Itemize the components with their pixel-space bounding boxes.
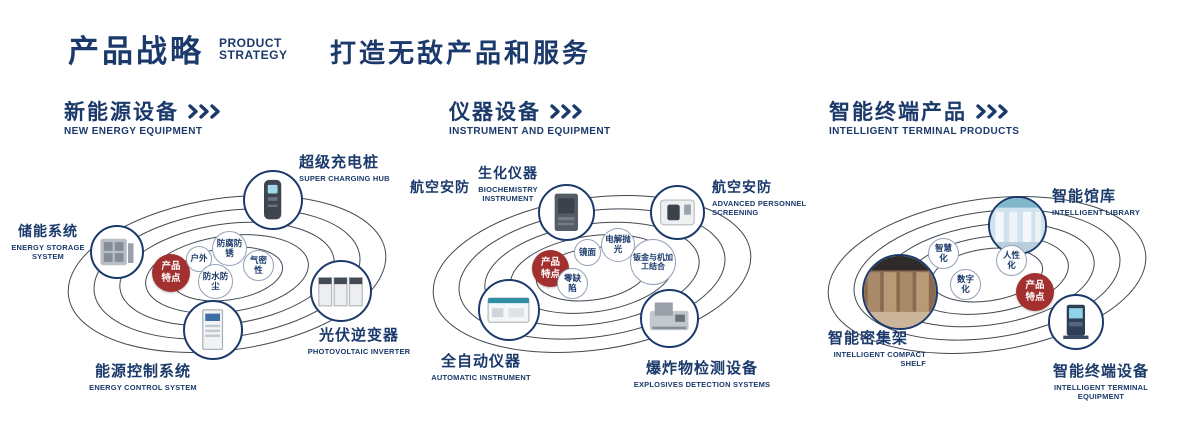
label-en: INTELLIGENT TERMINAL EQUIPMENT (1054, 383, 1148, 402)
badge-line2: 特点 (540, 268, 560, 280)
node-energy-storage (90, 225, 144, 279)
label-zh: 储能系统 (18, 223, 78, 239)
badge-line2: 特点 (1025, 292, 1045, 303)
section-heading-intelligent: 智能终端产品 (829, 96, 1012, 126)
feature-bubble: 防腐防锈 (212, 231, 247, 266)
energy-control-image-icon (202, 309, 224, 351)
label-zh: 爆炸物检测设备 (645, 360, 758, 377)
product-features-badge: 产品 特点 (1016, 273, 1054, 311)
feature-bubble: 镜面 (574, 239, 601, 266)
triple-arrow-icon (550, 103, 582, 119)
label-en: ENERGY CONTROL SYSTEM (89, 383, 197, 392)
page-subtitle: PRODUCT STRATEGY (219, 37, 287, 61)
automatic-instrument-image-icon (487, 297, 531, 324)
section-heading-en: NEW ENERGY EQUIPMENT (64, 126, 203, 137)
label-energy-control: 能源控制系统 ENERGY CONTROL SYSTEM (85, 360, 201, 392)
feature-bubble: 防水防尘 (198, 264, 233, 299)
triple-arrow-icon (976, 103, 1008, 119)
section-heading-label: 仪器设备 (449, 101, 541, 124)
node-personnel-screening (650, 185, 705, 240)
badge-line1: 产品 (1025, 280, 1045, 292)
node-explosives-detection (640, 289, 699, 348)
badge-line1: 产品 (161, 261, 181, 273)
label-en: ADVANCED PERSONNEL SCREENING (712, 199, 807, 218)
label-intelligent-library: 智能馆库 INTELLIGENT LIBRARY (1052, 185, 1164, 217)
page-subtitle-line1: PRODUCT (219, 36, 282, 50)
product-features-badge: 产品 特点 (152, 254, 190, 292)
label-en: AUTOMATIC INSTRUMENT (431, 373, 531, 382)
label-zh: 生化仪器 (478, 165, 538, 181)
section-heading-en: INTELLIGENT TERMINAL PRODUCTS (829, 126, 1020, 137)
label-biochemistry: 生化仪器 BIOCHEMISTRY INSTRUMENT (466, 163, 550, 204)
label-automatic-instrument: 全自动仪器 AUTOMATIC INSTRUMENT (425, 350, 537, 382)
node-super-charging-hub (243, 170, 303, 230)
node-terminal-equipment (1048, 294, 1104, 350)
label-zh: 光伏逆变器 (318, 327, 399, 344)
label-terminal-equipment: 智能终端设备 INTELLIGENT TERMINAL EQUIPMENT (1030, 360, 1172, 402)
label-en: INTELLIGENT LIBRARY (1052, 208, 1141, 217)
feature-bubble: 零缺陷 (557, 268, 588, 299)
label-zh: 智能馆库 (1052, 188, 1117, 205)
feature-bubble: 气密性 (243, 250, 274, 281)
label-en: BIOCHEMISTRY INSTRUMENT (478, 185, 538, 204)
explosives-detection-image-icon (650, 302, 689, 331)
section-heading-instruments: 仪器设备 (449, 96, 586, 126)
label-aviation-security-left: 航空安防 (410, 179, 470, 195)
label-compact-shelf: 智能密集架 INTELLIGENT COMPACT SHELF (828, 327, 926, 369)
label-zh: 航空安防 (712, 179, 772, 195)
node-biochemistry (538, 184, 595, 241)
section-heading-new-energy: 新能源设备 (64, 96, 224, 126)
label-zh: 超级充电桩 (299, 154, 380, 171)
node-intelligent-library (988, 196, 1047, 255)
terminal-equipment-image-icon (1063, 304, 1089, 340)
page-title: 产品战略 (68, 34, 204, 69)
pv-inverter-image-icon (318, 277, 364, 307)
feature-bubble: 电解抛光 (601, 228, 635, 262)
page-subtitle-line2: STRATEGY (219, 48, 288, 62)
section-heading-label: 新能源设备 (64, 101, 179, 124)
label-zh: 能源控制系统 (94, 363, 191, 380)
label-en: EXPLOSIVES DETECTION SYSTEMS (633, 380, 771, 389)
label-zh: 智能密集架 (828, 330, 909, 347)
node-pv-inverter (310, 260, 372, 322)
label-personnel-screening: 航空安防 ADVANCED PERSONNEL SCREENING (712, 177, 816, 218)
badge-line2: 特点 (161, 273, 181, 284)
label-zh: 全自动仪器 (440, 353, 521, 370)
label-en: INTELLIGENT COMPACT SHELF (833, 350, 926, 369)
personnel-screening-image-icon (660, 199, 695, 226)
node-automatic-instrument (478, 279, 540, 341)
label-super-charging-hub: 超级充电桩 SUPER CHARGING HUB (299, 151, 411, 183)
section-heading-label: 智能终端产品 (829, 101, 967, 124)
label-pv-inverter: 光伏逆变器 PHOTOVOLTAIC INVERTER (300, 324, 418, 356)
charging-hub-image-icon (264, 180, 282, 220)
label-en: PHOTOVOLTAIC INVERTER (307, 347, 411, 356)
label-energy-storage: 储能系统 ENERGY STORAGE SYSTEM (6, 221, 90, 262)
intelligent-library-photo (990, 198, 1045, 253)
label-explosives-detection: 爆炸物检测设备 EXPLOSIVES DETECTION SYSTEMS (628, 357, 776, 389)
node-compact-shelf (862, 254, 938, 330)
page-tagline: 打造无敌产品和服务 (330, 38, 592, 68)
triple-arrow-icon (188, 103, 220, 119)
badge-line1: 产品 (540, 256, 560, 268)
feature-bubble: 数字化 (950, 269, 981, 300)
label-en: SUPER CHARGING HUB (299, 174, 390, 183)
section-heading-en: INSTRUMENT AND EQUIPMENT (449, 126, 611, 137)
feature-bubble: 人性化 (996, 245, 1027, 276)
compact-shelf-photo (864, 256, 936, 328)
feature-bubble: 智慧化 (928, 238, 959, 269)
feature-bubble: 钣金与机加工结合 (630, 239, 676, 285)
node-energy-control (183, 300, 243, 360)
label-zh: 智能终端设备 (1052, 363, 1149, 380)
label-en: ENERGY STORAGE SYSTEM (11, 243, 85, 262)
energy-storage-image-icon (100, 238, 134, 266)
biochemistry-image-icon (554, 193, 579, 232)
